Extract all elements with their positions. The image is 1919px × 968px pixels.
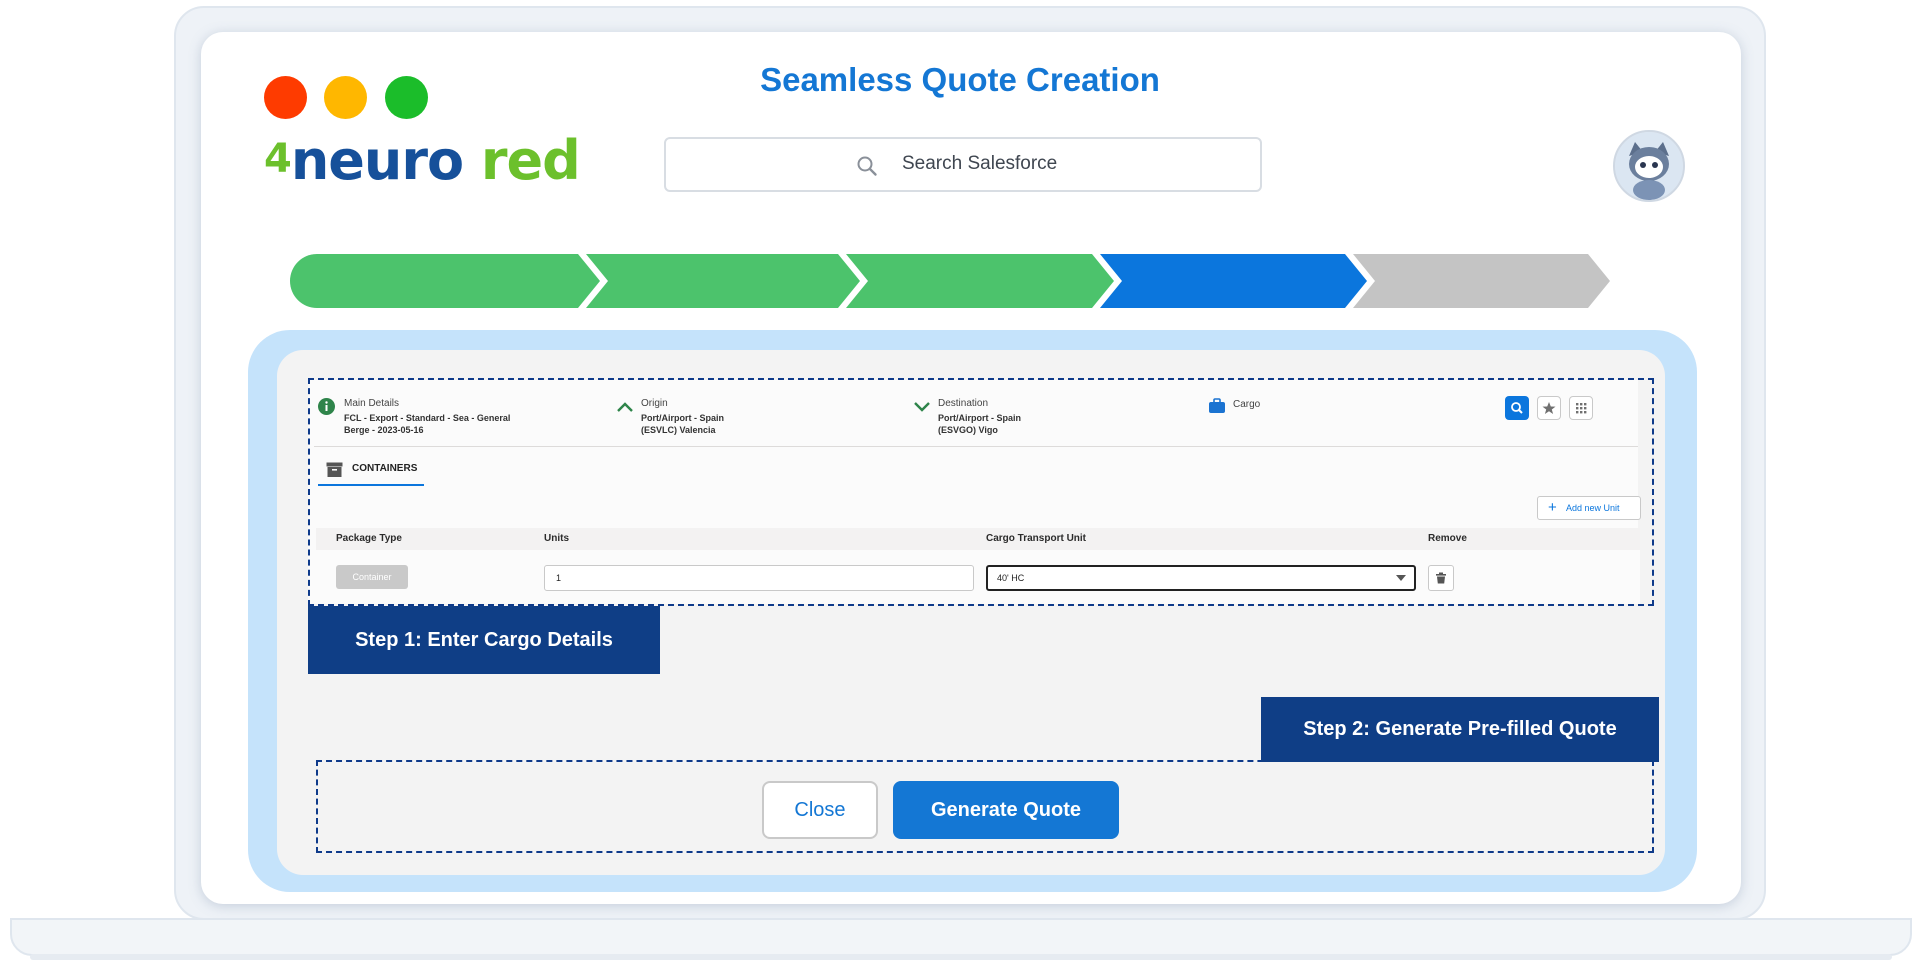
page-headline: Seamless Quote Creation — [760, 61, 1160, 98]
app-launcher-button[interactable] — [1569, 396, 1593, 420]
col-units: Units — [544, 533, 569, 544]
progress-step-1 — [290, 254, 600, 308]
col-package-type: Package Type — [336, 533, 402, 544]
units-input[interactable]: 1 — [544, 565, 974, 591]
caret-down-icon — [1396, 575, 1406, 581]
progress-step-2 — [586, 254, 860, 308]
progress-path — [290, 254, 1610, 308]
laptop-base — [10, 918, 1912, 956]
laptop-base-shadow — [30, 954, 1892, 960]
trash-icon — [1436, 572, 1446, 584]
progress-step-4 — [1100, 254, 1367, 308]
destination-line2: (ESVGO) Vigo — [938, 425, 998, 435]
generate-quote-button[interactable]: Generate Quote — [893, 781, 1119, 839]
header-divider — [314, 446, 1638, 447]
cargo-transport-unit-select[interactable]: 40' HC — [986, 565, 1416, 591]
progress-step-5 — [1353, 254, 1610, 308]
logo-mark: 4 — [264, 136, 292, 182]
table-row — [316, 550, 1640, 604]
tab-active-indicator — [318, 484, 424, 486]
search-icon — [857, 156, 877, 176]
search-icon — [1511, 402, 1523, 414]
quote-actions-highlight — [316, 760, 1654, 853]
search-placeholder: Search Salesforce — [902, 153, 1058, 174]
package-type-button[interactable]: Container — [336, 565, 408, 589]
origin-line2: (ESVLC) Valencia — [641, 425, 716, 435]
step1-callout: Step 1: Enter Cargo Details — [308, 606, 660, 674]
units-value: 1 — [556, 573, 562, 583]
col-remove: Remove — [1428, 533, 1467, 544]
window-minimize-dot — [324, 76, 367, 119]
col-cargo-transport-unit: Cargo Transport Unit — [986, 533, 1087, 544]
origin-label: Origin — [641, 398, 668, 409]
main-details-line1: FCL - Export - Standard - Sea - General — [344, 413, 511, 423]
package-type-label: Container — [352, 572, 392, 582]
neurored-logo: 4neuro red — [264, 129, 581, 192]
plus-icon: + — [1548, 499, 1557, 516]
cargo-label: Cargo — [1233, 399, 1261, 410]
cargo-details-highlight — [308, 378, 1654, 606]
search-bar[interactable]: Search Salesforce — [664, 137, 1262, 192]
briefcase-icon — [1209, 398, 1225, 413]
logo-word-red: red — [480, 129, 581, 192]
table-header-row: Package Type Units Cargo Transport Unit … — [316, 528, 1640, 550]
grid-icon — [1576, 403, 1587, 414]
logo-word-neuro: neuro — [290, 129, 464, 192]
tab-containers-label: CONTAINERS — [352, 463, 418, 474]
step2-callout: Step 2: Generate Pre-filled Quote — [1261, 697, 1659, 762]
tab-containers[interactable]: CONTAINERS — [318, 460, 424, 486]
cargo-transport-unit-value: 40' HC — [997, 573, 1025, 583]
search-button[interactable] — [1505, 396, 1529, 420]
origin-line1: Port/Airport - Spain — [641, 413, 724, 423]
info-icon — [318, 398, 335, 415]
user-avatar[interactable] — [1613, 130, 1685, 202]
astro-avatar-icon — [1615, 132, 1683, 200]
window-close-dot — [264, 76, 307, 119]
remove-row-button[interactable] — [1428, 565, 1454, 591]
progress-step-3 — [846, 254, 1114, 308]
main-details-line2: Berge - 2023-05-16 — [344, 425, 424, 435]
destination-label: Destination — [938, 398, 989, 409]
chevron-up-icon[interactable] — [616, 401, 634, 413]
main-details-label: Main Details — [344, 398, 400, 409]
archive-box-icon — [326, 462, 343, 477]
window-maximize-dot — [385, 76, 428, 119]
star-icon — [1542, 402, 1556, 414]
destination-line1: Port/Airport - Spain — [938, 413, 1021, 423]
add-new-unit-label: Add new Unit — [1566, 503, 1620, 513]
favorite-button[interactable] — [1537, 396, 1561, 420]
add-new-unit-button[interactable]: + Add new Unit — [1537, 496, 1641, 520]
chevron-down-icon[interactable] — [913, 401, 931, 413]
close-button[interactable]: Close — [762, 781, 878, 839]
